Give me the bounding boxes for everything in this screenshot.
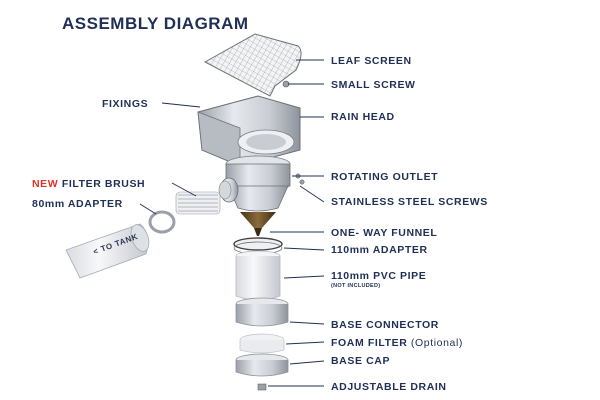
label-foam-filter-text: FOAM FILTER — [331, 337, 408, 349]
leader-lines — [139, 59, 325, 387]
label-foam-filter: FOAM FILTER (Optional) — [331, 337, 463, 349]
label-fixings: FIXINGS — [102, 98, 149, 110]
label-stainless-screws: STAINLESS STEEL SCREWS — [331, 196, 488, 208]
label-adjustable-drain: ADJUSTABLE DRAIN — [331, 381, 447, 393]
label-small-screw: SMALL SCREW — [331, 79, 416, 91]
adapter-110mm — [233, 237, 283, 255]
base-connector — [235, 297, 289, 327]
label-base-connector: BASE CONNECTOR — [331, 319, 439, 331]
label-not-included: (NOT INCLUDED) — [331, 283, 381, 289]
new-badge: NEW — [32, 178, 59, 190]
label-base-cap: BASE CAP — [331, 355, 391, 367]
adapter-80mm — [148, 210, 176, 234]
label-110mm-adapter: 110mm ADAPTER — [331, 244, 428, 256]
foam-filter — [239, 333, 285, 354]
rain-head — [197, 95, 301, 167]
label-filter-brush: NEW FILTER BRUSH — [32, 178, 145, 190]
to-tank-pipe — [65, 223, 150, 279]
label-80mm-adapter: 80mm ADAPTER — [32, 198, 123, 210]
label-rain-head: RAIN HEAD — [331, 111, 395, 123]
leaf-screen — [203, 33, 302, 97]
pvc-pipe — [235, 250, 281, 301]
label-rotating-outlet: ROTATING OUTLET — [331, 171, 439, 183]
stainless-screws — [295, 173, 305, 185]
label-filter-brush-text: FILTER BRUSH — [58, 178, 146, 190]
label-optional: (Optional) — [407, 337, 464, 349]
label-one-way-funnel: ONE- WAY FUNNEL — [331, 227, 438, 239]
diagram-title: ASSEMBLY DIAGRAM — [62, 14, 249, 33]
one-way-funnel — [240, 212, 276, 236]
rotating-outlet — [218, 155, 291, 212]
filter-brush — [175, 191, 221, 215]
label-leaf-screen: LEAF SCREEN — [331, 55, 412, 67]
adjustable-drain — [257, 383, 267, 391]
label-pvc-pipe: 110mm PVC PIPE — [331, 270, 427, 282]
base-cap — [235, 353, 289, 377]
